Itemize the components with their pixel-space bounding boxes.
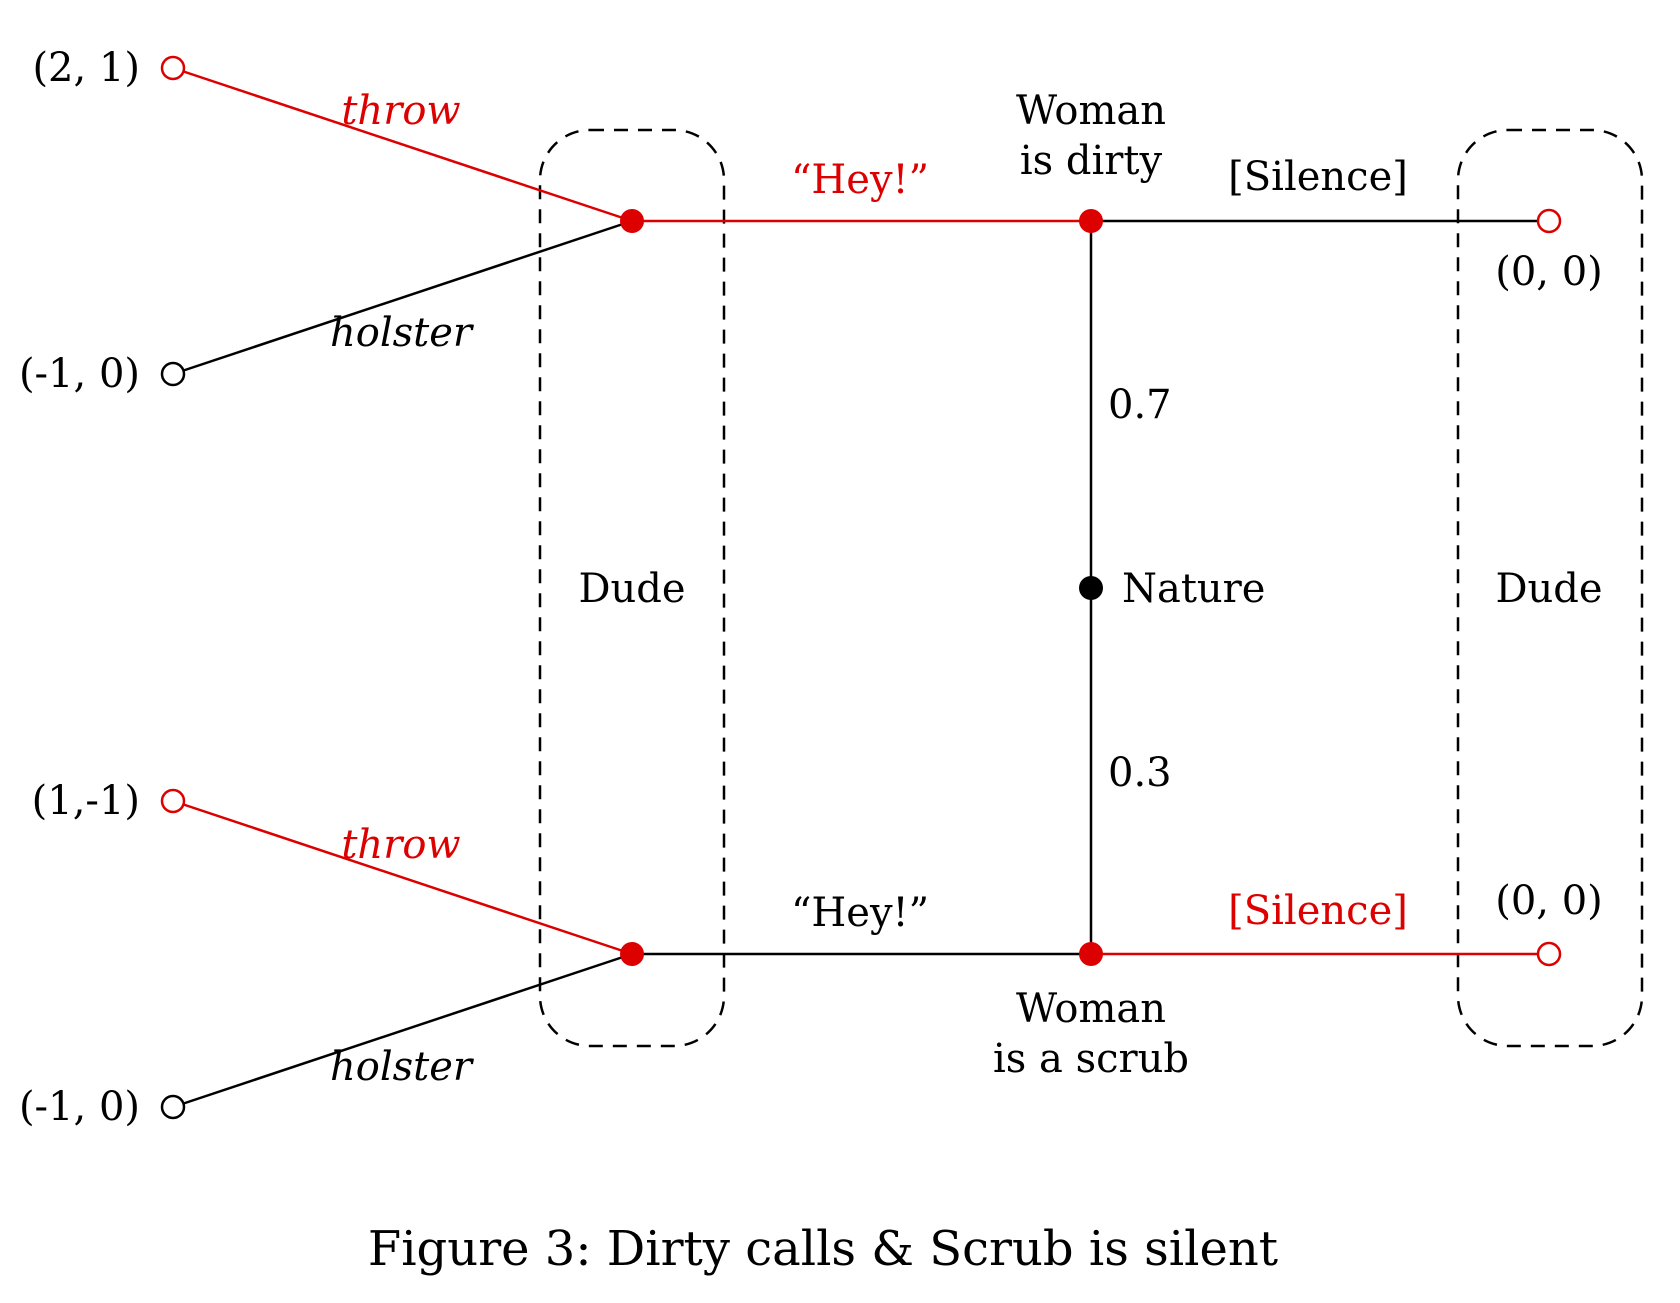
- prob-scrub: 0.3: [1108, 750, 1172, 796]
- terminal-top-holster: [160, 361, 186, 387]
- payoff-bottom-throw: (1,-1): [32, 778, 140, 824]
- label-nature: Nature: [1122, 566, 1265, 612]
- payoff-top-throw: (2, 1): [32, 45, 140, 91]
- terminal-scrub-silence: [1536, 941, 1562, 967]
- payoff-bottom-holster: (-1, 0): [19, 1084, 140, 1130]
- payoff-dirty-silence: (0, 0): [1495, 249, 1603, 295]
- prob-dirty: 0.7: [1108, 382, 1172, 428]
- payoff-top-holster: (-1, 0): [19, 351, 140, 397]
- node-woman-scrub: [1079, 942, 1103, 966]
- figure-caption: Figure 3: Dirty calls & Scrub is silent: [368, 1221, 1278, 1277]
- edge-bottom-holster: [172, 952, 633, 1109]
- message-scrub-silence: [Silence]: [1228, 888, 1408, 934]
- action-bottom-throw: throw: [341, 822, 460, 868]
- label-woman-scrub-line1: Woman: [1016, 986, 1166, 1032]
- node-woman-dirty: [1079, 209, 1103, 233]
- node-nature: [1079, 576, 1103, 600]
- label-woman-dirty-line2: is dirty: [1020, 138, 1163, 184]
- action-top-holster: holster: [330, 310, 475, 356]
- edge-top-throw: [172, 66, 633, 223]
- action-top-throw: throw: [341, 88, 460, 134]
- terminal-top-throw: [160, 55, 186, 81]
- node-dude-top: [620, 209, 644, 233]
- label-woman-scrub-line2: is a scrub: [993, 1036, 1189, 1082]
- message-dirty-silence: [Silence]: [1228, 154, 1408, 200]
- message-scrub-hey: “Hey!”: [791, 890, 929, 936]
- info-set-left-label: Dude: [578, 566, 685, 612]
- edge-top-holster: [172, 219, 633, 376]
- terminal-bottom-holster: [160, 1094, 186, 1120]
- edge-bottom-throw: [172, 799, 633, 956]
- payoff-scrub-silence: (0, 0): [1495, 878, 1603, 924]
- label-woman-dirty-line1: Woman: [1016, 88, 1166, 134]
- info-set-right-label: Dude: [1495, 566, 1602, 612]
- terminal-dirty-silence: [1536, 208, 1562, 234]
- action-bottom-holster: holster: [330, 1044, 475, 1090]
- node-dude-bottom: [620, 942, 644, 966]
- terminal-bottom-throw: [160, 788, 186, 814]
- message-dirty-hey: “Hey!”: [791, 157, 929, 203]
